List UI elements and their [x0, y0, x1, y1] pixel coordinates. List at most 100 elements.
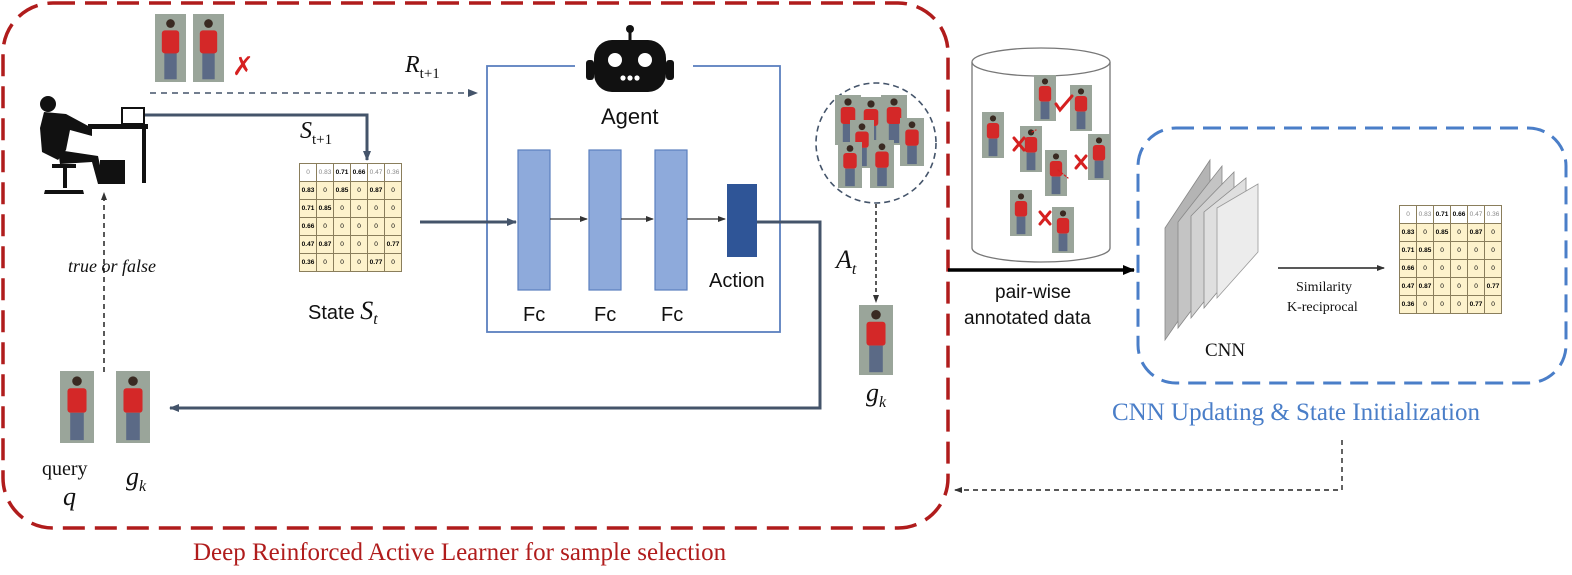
matrix-cell: 0.71	[333, 163, 351, 182]
matrix-cell: 0	[1467, 241, 1485, 260]
state-label: State St	[308, 296, 378, 329]
matrix-cell: 0.47	[299, 235, 317, 254]
matrix-cell: 0.83	[299, 181, 317, 200]
return-arrow	[954, 440, 1343, 493]
matrix-cell: 0.47	[367, 163, 385, 182]
matrix-cell: 0	[316, 217, 334, 236]
state-word: State	[308, 302, 355, 324]
action-symbol: A	[836, 245, 852, 274]
matrix-cell: 0.66	[299, 217, 317, 236]
red-caption: Deep Reinforced Active Learner for sampl…	[193, 539, 727, 566]
matrix-cell: 0.77	[1467, 295, 1485, 314]
person-photo	[155, 14, 186, 82]
reward-symbol: R	[405, 52, 420, 78]
person-photo	[1020, 126, 1042, 172]
selected-gk-subscript: k	[879, 394, 887, 412]
matrix-cell: 0.71	[1433, 205, 1451, 224]
matrix-cell: 0.66	[350, 163, 368, 182]
blue-caption: CNN Updating & State Initialization	[1112, 399, 1480, 426]
person-photo	[1045, 150, 1067, 196]
matrix-cell: 0.87	[1416, 277, 1434, 296]
matrix-cell: 0	[1433, 295, 1451, 314]
matrix-cell: 0	[350, 199, 368, 218]
true-false-label: true or false	[68, 256, 156, 276]
fc-label-2: Fc	[594, 304, 617, 326]
matrix-cell: 0.87	[367, 181, 385, 200]
matrix-cell: 0.85	[1433, 223, 1451, 242]
matrix-cell: 0	[350, 217, 368, 236]
matrix-cell: 0.66	[1399, 259, 1417, 278]
matrix-cell: 0	[384, 253, 402, 272]
fc-label-3: Fc	[661, 304, 684, 326]
matrix-cell: 0	[367, 235, 385, 254]
gallery-pool-circle	[815, 82, 937, 204]
next-state-symbol: S	[300, 118, 312, 144]
selected-gk-label: gk	[866, 378, 886, 412]
matrix-cell: 0.71	[1399, 241, 1417, 260]
matrix-cell: 0.87	[316, 235, 334, 254]
matrix-cell: 0	[1450, 223, 1468, 242]
matrix-cell: 0	[1467, 277, 1485, 296]
annotation-marks	[1012, 94, 1088, 226]
matrix-cell: 0	[316, 253, 334, 272]
matrix-cell: 0.85	[1416, 241, 1434, 260]
matrix-cell: 0.77	[384, 235, 402, 254]
next-state-arrow	[145, 113, 371, 161]
action-subscript: t	[851, 261, 857, 279]
cross-mark-icon: ✗	[232, 52, 254, 81]
matrix-cell: 0	[333, 217, 351, 236]
action-loop-arrow	[169, 220, 822, 412]
similarity-label: Similarity	[1296, 280, 1352, 295]
matrix-cell: 0.77	[1484, 277, 1502, 296]
action-at-label: At	[836, 245, 856, 279]
matrix-cell: 0	[384, 181, 402, 200]
matrix-cell: 0.47	[1399, 277, 1417, 296]
action-block	[727, 184, 757, 257]
matrix-cell: 0.85	[316, 199, 334, 218]
reward-subscript: t+1	[419, 65, 440, 82]
matrix-cell: 0.36	[299, 253, 317, 272]
state-subscript: t	[373, 311, 378, 328]
matrix-cell: 0.83	[1399, 223, 1417, 242]
matrix-cell: 0	[1433, 241, 1451, 260]
matrix-cell: 0	[1484, 259, 1502, 278]
matrix-cell: 0	[1467, 259, 1485, 278]
matrix-cell: 0	[350, 181, 368, 200]
person-photo	[1010, 190, 1032, 236]
matrix-cell: 0	[1450, 241, 1468, 260]
fc-layer-1	[517, 149, 551, 291]
person-photo	[982, 112, 1004, 158]
matrix-cell: 0.71	[299, 199, 317, 218]
kreciprocal-label: K-reciprocal	[1287, 300, 1358, 315]
matrix-cell: 0.83	[1416, 205, 1434, 224]
pairwise-label-1: pair-wise	[995, 282, 1072, 303]
next-state-label: St+1	[300, 118, 332, 149]
fc-layer-3	[654, 149, 688, 291]
gallery-gk-label: gk	[126, 462, 146, 496]
state-symbol: S	[360, 296, 374, 325]
fc-label-1: Fc	[523, 304, 546, 326]
next-state-subscript: t+1	[312, 131, 333, 148]
matrix-cell: 0.36	[1484, 205, 1502, 224]
query-label: query	[42, 458, 88, 480]
matrix-cell: 0	[1433, 277, 1451, 296]
matrix-cell: 0	[1484, 241, 1502, 260]
person-photo	[60, 371, 94, 443]
matrix-cell: 0.83	[316, 163, 334, 182]
matrix-cell: 0.66	[1450, 205, 1468, 224]
matrix-cell: 0	[333, 199, 351, 218]
action-label: Action	[709, 270, 765, 292]
matrix-cell: 0	[1450, 259, 1468, 278]
red-frame	[1, 1, 950, 530]
annotator-icon	[40, 96, 148, 194]
matrix-cell: 0	[1484, 223, 1502, 242]
person-photo	[859, 305, 893, 375]
person-photo	[1070, 85, 1092, 131]
